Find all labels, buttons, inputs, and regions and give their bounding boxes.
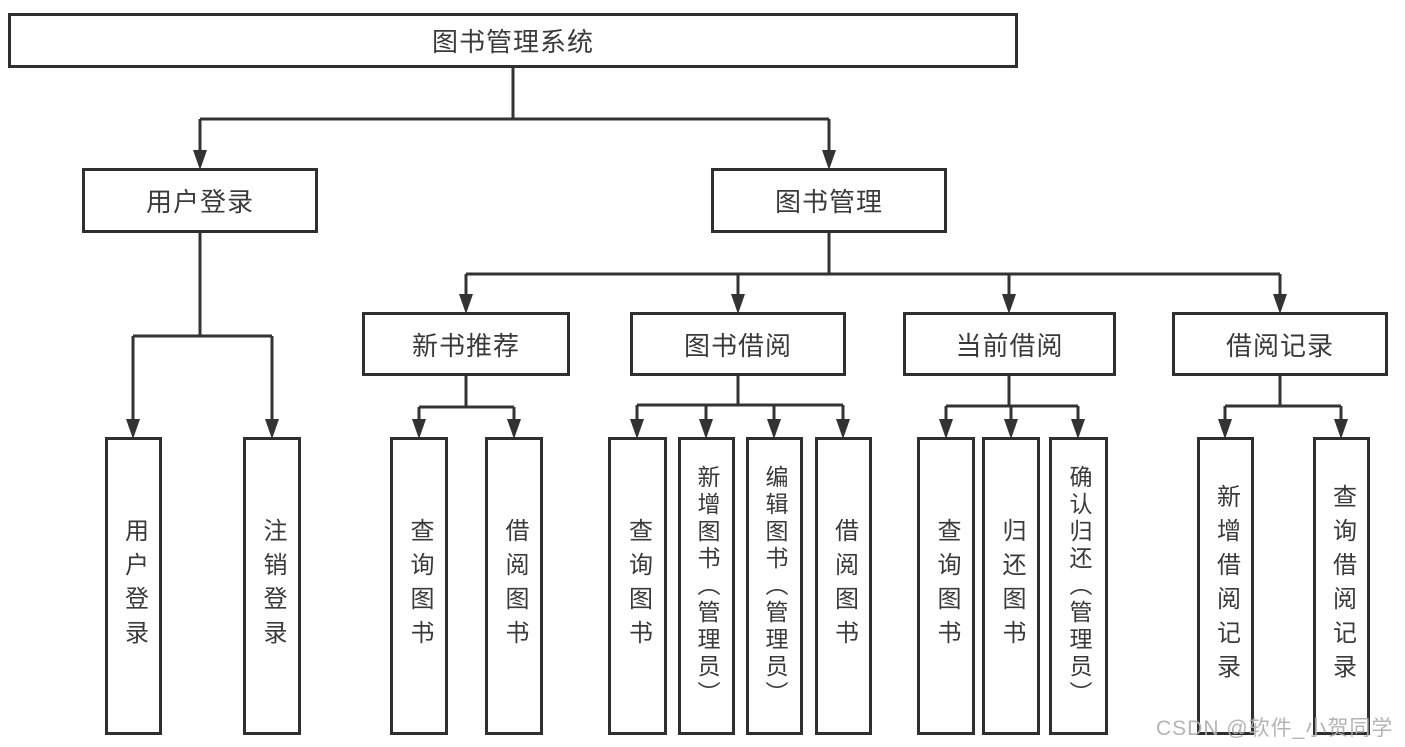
node-label: 新增借阅记录 xyxy=(1212,484,1240,688)
connector-user-login xyxy=(126,233,279,439)
leaf-add-borrow-record: 新增借阅记录 xyxy=(1197,437,1254,735)
node-label: 查询图书 xyxy=(933,518,960,654)
leaf-edit-books-admin: 编辑图书（管理员） xyxy=(746,437,803,735)
node-label: 图书管理 xyxy=(774,187,883,217)
node-label: 注销登录 xyxy=(259,518,286,654)
leaf-logout-login: 注销登录 xyxy=(243,437,301,735)
connector-book-mgmt xyxy=(459,233,1287,314)
arrowhead xyxy=(126,419,140,439)
leaf-query-borrow-record: 查询借阅记录 xyxy=(1313,437,1370,735)
arrowhead xyxy=(1218,419,1232,439)
connector-new-book xyxy=(412,376,521,439)
arrowhead xyxy=(767,419,781,439)
node-label: 查询借阅记录 xyxy=(1328,484,1356,688)
arrowhead xyxy=(1273,294,1287,314)
node-current-borrowing: 当前借阅 xyxy=(903,312,1116,376)
node-label: 查询图书 xyxy=(406,518,433,654)
node-new-book-recommendation: 新书推荐 xyxy=(362,312,570,376)
node-label: 查询图书 xyxy=(624,518,652,654)
node-book-borrowing: 图书借阅 xyxy=(630,312,846,376)
arrowhead xyxy=(1334,419,1348,439)
node-user-login: 用户登录 xyxy=(82,168,318,233)
node-label: 用户登录 xyxy=(120,518,148,654)
arrowhead xyxy=(265,419,279,439)
arrowhead xyxy=(699,419,713,439)
arrowhead xyxy=(193,150,207,170)
arrowhead xyxy=(939,419,953,439)
arrowhead xyxy=(731,294,745,314)
node-label: 当前借阅 xyxy=(955,330,1064,361)
node-label: 新书推荐 xyxy=(411,330,520,361)
arrowhead xyxy=(1004,419,1018,439)
watermark: CSDN @软件_小贺同学 xyxy=(1156,717,1394,740)
leaf-return-books: 归还图书 xyxy=(982,437,1040,735)
node-label: 新增图书（管理员） xyxy=(694,464,720,708)
leaf-query-books-current: 查询图书 xyxy=(917,437,975,735)
leaf-query-books-recommend: 查询图书 xyxy=(390,437,448,735)
node-label: 借阅图书 xyxy=(501,518,528,654)
connector-current-borrow xyxy=(939,376,1085,439)
leaf-borrow-books-recommend: 借阅图书 xyxy=(485,437,543,735)
connector-borrow-record xyxy=(1218,376,1348,439)
arrowhead xyxy=(507,419,521,439)
leaf-user-login: 用户登录 xyxy=(105,437,162,735)
node-label: 借阅记录 xyxy=(1225,330,1334,361)
node-label: 借阅图书 xyxy=(830,518,858,654)
node-book-management: 图书管理 xyxy=(711,168,947,233)
arrowhead xyxy=(630,419,644,439)
arrowhead xyxy=(1071,419,1085,439)
leaf-confirm-return-admin: 确认归还（管理员） xyxy=(1049,437,1108,735)
arrowhead xyxy=(822,150,836,170)
connector-root xyxy=(193,68,836,170)
arrowhead xyxy=(459,294,473,314)
node-label: 确认归还（管理员） xyxy=(1066,464,1092,708)
node-label: 用户登录 xyxy=(145,187,254,217)
connector-book-borrow xyxy=(630,376,850,439)
arrowhead xyxy=(836,419,850,439)
leaf-borrow-books-borrow: 借阅图书 xyxy=(815,437,872,735)
arrowhead xyxy=(412,419,426,439)
node-label: 图书借阅 xyxy=(683,330,792,361)
node-library-management-system: 图书管理系统 xyxy=(8,13,1018,68)
leaf-add-books-admin: 新增图书（管理员） xyxy=(678,437,735,735)
leaf-query-books-borrow: 查询图书 xyxy=(608,437,667,735)
node-label: 归还图书 xyxy=(998,518,1025,654)
arrowhead xyxy=(1002,294,1016,314)
node-borrowing-records: 借阅记录 xyxy=(1172,312,1388,376)
node-label: 图书管理系统 xyxy=(431,27,594,57)
node-label: 编辑图书（管理员） xyxy=(762,464,788,708)
